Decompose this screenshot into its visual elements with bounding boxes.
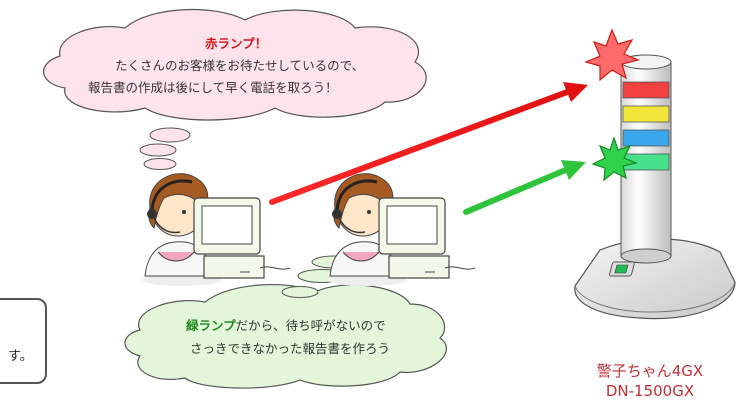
lamp-yellow [622,105,670,123]
green-bubble-title-suffix: だから、待ち呼がないので [235,318,386,333]
red-thought-bubble [42,8,427,170]
red-bubble-title: 赤ランプ！ [205,36,268,51]
product-model: DN-1500GX [605,382,695,400]
lamp-red [622,81,670,99]
green-bubble-title: 緑ランプ [186,318,236,333]
operator-left [142,173,291,286]
side-note-box [0,298,47,384]
green-bubble-line-1: 緑ランプだから、待ち呼がないので [186,318,386,334]
green-bubble-line-2: さっきできなかった報告書を作ろう [190,341,391,356]
operator-right [327,173,476,286]
red-arrow [269,82,588,205]
green-thought-bubble [124,255,447,389]
product-name: 警子ちゃん4GX [596,362,704,380]
side-note-text: す。 [8,349,33,364]
lamp-blue [622,129,670,147]
red-flash-icon [584,28,640,82]
green-flash-icon [591,136,638,182]
green-arrow [463,160,586,215]
red-bubble-line-1: たくさんのお客様をお待たせしているので、 [115,58,365,73]
signal-tower [574,54,736,320]
red-bubble-line-2: 報告書の作成は後にして早く電話を取ろう！ [88,80,338,95]
